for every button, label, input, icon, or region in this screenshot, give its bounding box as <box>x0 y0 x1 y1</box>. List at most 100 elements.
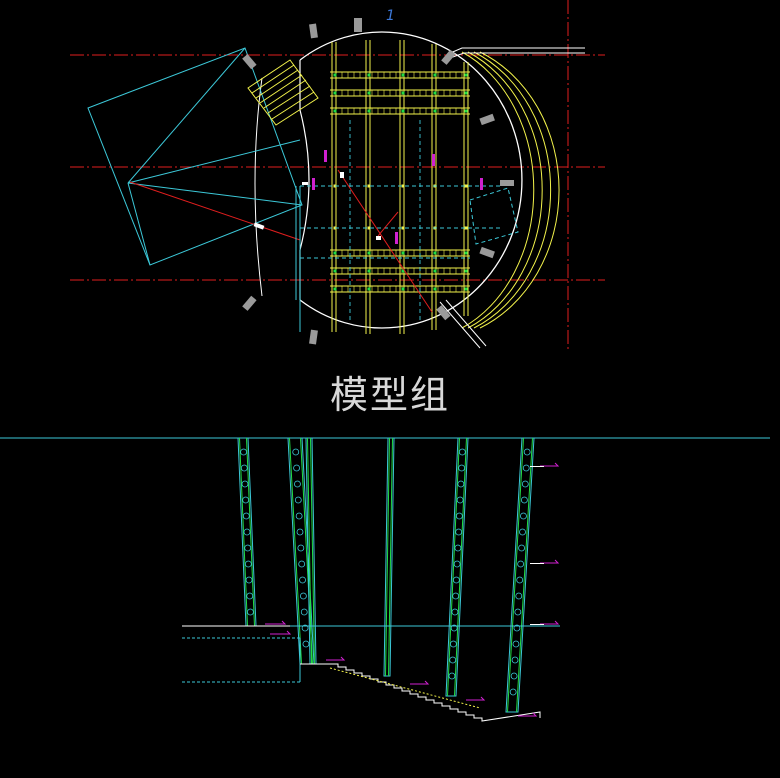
section-columns <box>237 437 535 713</box>
column-node <box>367 251 371 255</box>
column-node <box>401 109 405 113</box>
column-edge <box>507 437 524 713</box>
ramp-line-1 <box>439 301 481 349</box>
column-hole <box>242 512 250 520</box>
column-hole <box>513 624 521 632</box>
column-node <box>333 91 337 95</box>
column-edge <box>516 437 533 713</box>
column-hole <box>294 480 301 488</box>
column-hole <box>455 512 463 520</box>
column-hole <box>517 560 525 568</box>
column-edge <box>447 437 460 697</box>
column-hole <box>299 576 306 584</box>
column-node <box>401 226 405 230</box>
column-hole <box>516 576 524 584</box>
rect-diagonal-4 <box>127 182 303 206</box>
plan-cut-arc <box>299 109 310 251</box>
leader-label-mark <box>253 222 265 230</box>
stair-tread <box>267 85 311 114</box>
plan-inner-arc <box>254 77 263 297</box>
column-hole <box>512 640 520 648</box>
column-hole <box>296 528 304 536</box>
magenta-markers <box>312 150 483 244</box>
drawing-caption: 模型组 <box>329 373 450 417</box>
column-node <box>464 91 468 95</box>
column-hole <box>448 672 456 680</box>
column-hole <box>301 624 309 632</box>
column-hole <box>520 512 527 520</box>
column-hole <box>453 560 461 568</box>
column-hole <box>511 656 519 664</box>
column-node <box>464 226 468 230</box>
column-edge <box>239 437 248 627</box>
column-hole <box>519 528 526 536</box>
column-hole <box>292 448 300 456</box>
column-hole <box>523 448 531 456</box>
level-ticks <box>530 466 544 625</box>
column-node <box>367 226 371 230</box>
perimeter-column-tabs <box>242 18 514 345</box>
column-hole <box>297 544 305 552</box>
column-node <box>401 91 405 95</box>
beam-bands <box>330 71 470 293</box>
column-hole <box>300 608 308 616</box>
column-hole <box>299 592 307 600</box>
column-outline <box>445 437 469 697</box>
column-node <box>433 91 437 95</box>
stepped-slab <box>300 663 541 722</box>
column-hole <box>509 688 517 696</box>
column-node <box>464 184 468 188</box>
column-hole <box>449 656 457 664</box>
red-short-line <box>377 211 399 237</box>
stair-tread <box>255 69 299 99</box>
column-hole <box>246 592 254 600</box>
column-node <box>464 269 468 273</box>
column-hole <box>244 560 252 568</box>
column-hole <box>518 544 525 552</box>
column-hole <box>458 464 466 472</box>
plan-view: 1 <box>70 0 605 350</box>
column-hole <box>241 480 249 488</box>
column-node <box>433 287 437 291</box>
stair-tread <box>271 91 315 120</box>
level-markers <box>265 462 560 717</box>
column-edge <box>388 437 393 677</box>
column-hole <box>450 624 458 632</box>
column-hole <box>302 640 310 648</box>
column-hole <box>510 672 518 680</box>
column-hole <box>520 496 528 504</box>
column-hole <box>456 496 464 504</box>
column-hole <box>242 496 250 504</box>
column-node <box>333 251 337 255</box>
column-hole <box>244 544 252 552</box>
column-hole <box>240 448 247 456</box>
rect-diagonal-2 <box>127 182 151 266</box>
rect-diagonal-1 <box>127 47 246 184</box>
stair-outline <box>247 59 319 126</box>
column-node <box>367 287 371 291</box>
column-node <box>464 73 468 77</box>
column-hole <box>514 608 522 616</box>
column-edge <box>454 437 467 697</box>
walkway-arc-1 <box>461 51 535 329</box>
column-node <box>367 269 371 273</box>
column-node <box>367 184 371 188</box>
column-hole <box>452 592 460 600</box>
column-node <box>401 269 405 273</box>
section-marker-label: 1 <box>386 8 395 24</box>
column-edge <box>246 437 255 627</box>
column-edge <box>385 437 390 677</box>
column-hole <box>294 496 302 504</box>
column-node <box>401 251 405 255</box>
red-diagonal <box>337 169 433 313</box>
column-hole <box>247 608 254 616</box>
stair-tread <box>263 79 307 109</box>
column-hole <box>451 608 459 616</box>
red-leader-line <box>129 181 301 241</box>
column-node <box>401 184 405 188</box>
column-hole <box>515 592 523 600</box>
column-hole <box>457 480 465 488</box>
column-hole <box>295 512 303 520</box>
stair-dashed-line <box>329 667 481 709</box>
column-node <box>367 109 371 113</box>
